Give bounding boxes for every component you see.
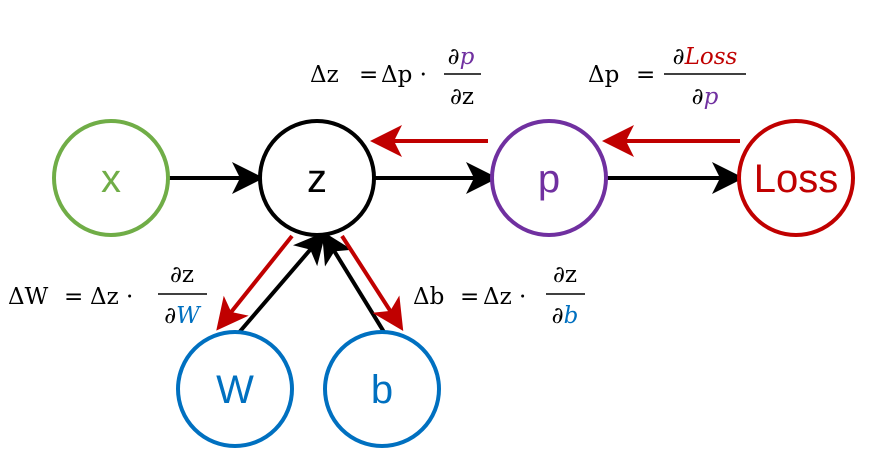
- formula-dz: Δz = Δp · ∂p ∂z: [310, 44, 481, 110]
- backward-arrow-z-to-b: [340, 234, 404, 332]
- formula-dz-lhs: Δz: [310, 62, 339, 88]
- node-loss-label: Loss: [754, 157, 839, 201]
- formula-dz-eq: =: [359, 62, 378, 88]
- formula-dp-eq: =: [636, 62, 655, 88]
- node-p: p: [490, 119, 608, 237]
- formula-dw-rhs: Δz ·: [90, 284, 133, 310]
- node-loss: Loss: [737, 119, 855, 237]
- formula-dw-lhs: ΔW: [8, 284, 49, 310]
- formula-db-lhs: Δb: [413, 284, 444, 310]
- node-p-label: p: [538, 157, 560, 201]
- node-x: x: [52, 119, 170, 237]
- formula-dw: ΔW = Δz · ∂z ∂W: [8, 262, 207, 329]
- formula-dz-numerator: ∂p: [448, 44, 475, 70]
- formula-dw-denominator: ∂W: [164, 303, 202, 329]
- node-z-label: z: [307, 157, 327, 201]
- formula-db-rhs: Δz ·: [483, 284, 526, 310]
- formula-dz-rhs: Δp ·: [381, 62, 427, 88]
- formula-dp: Δp = ∂Loss ∂p: [588, 44, 746, 110]
- node-b-label: b: [371, 368, 393, 412]
- formula-db-numerator: ∂z: [553, 262, 577, 288]
- backward-arrow-z-to-w: [216, 234, 294, 331]
- formula-db-denominator: ∂b: [552, 303, 579, 329]
- node-w-label: W: [216, 368, 254, 412]
- formula-dp-denominator: ∂p: [692, 84, 719, 110]
- node-x-label: x: [101, 157, 121, 201]
- formula-db: Δb = Δz · ∂z ∂b: [413, 262, 585, 329]
- formula-dp-numerator: ∂Loss: [673, 44, 738, 70]
- formula-dz-denominator: ∂z: [450, 84, 474, 110]
- node-w: W: [176, 330, 294, 448]
- formula-dp-lhs: Δp: [588, 62, 619, 88]
- formula-db-eq: =: [460, 284, 479, 310]
- node-z: z: [258, 119, 376, 237]
- forward-arrow-w-to-z: [234, 231, 326, 338]
- node-b: b: [323, 330, 441, 448]
- formula-dw-eq: =: [64, 284, 83, 310]
- formula-dw-numerator: ∂z: [170, 262, 194, 288]
